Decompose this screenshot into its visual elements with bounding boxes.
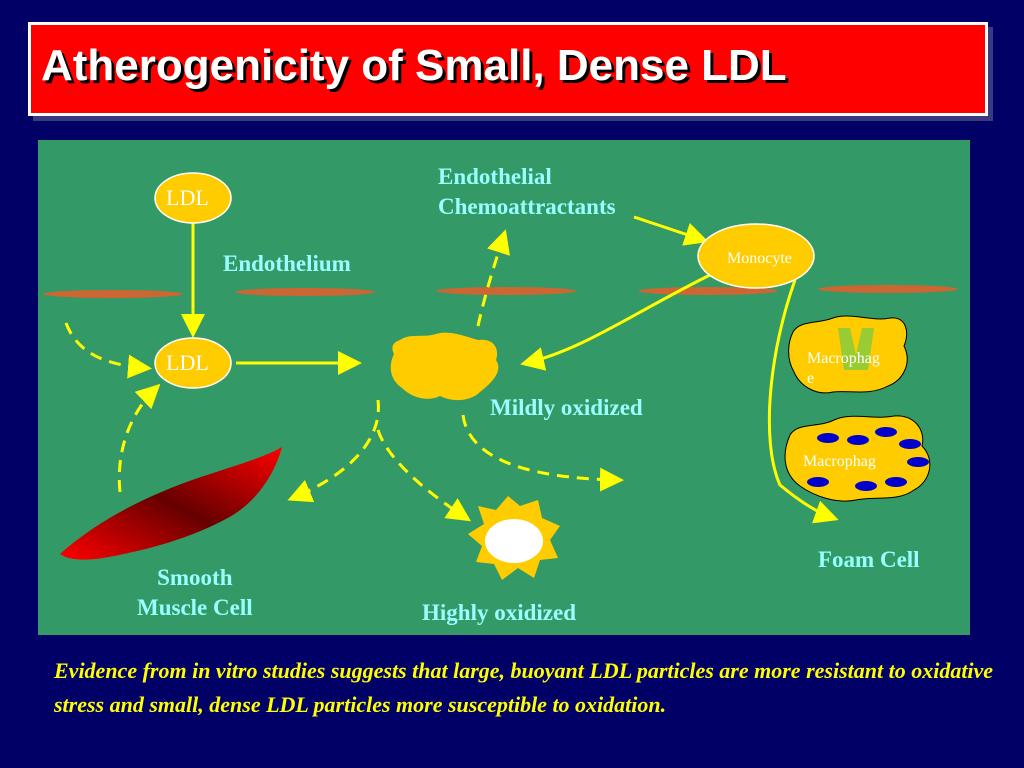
lipid-vesicle xyxy=(907,457,929,467)
foam-cell-label: Foam Cell xyxy=(818,547,920,572)
arrow-to-highly-oxidized xyxy=(376,429,472,522)
chemoattractants-label: Endothelial Chemoattractants xyxy=(438,162,616,222)
smooth-muscle-line2: Muscle Cell xyxy=(137,594,253,620)
diagram-canvas xyxy=(43,172,958,580)
ldl-mid-label: LDL xyxy=(166,350,209,375)
endothelium-segment xyxy=(43,290,183,298)
title-box: Atherogenicity of Small, Dense LDL xyxy=(28,22,988,116)
lipid-vesicle xyxy=(807,477,829,487)
arrow-monocyte-to-foam-cell xyxy=(767,279,839,524)
slide-title: Atherogenicity of Small, Dense LDL xyxy=(41,41,787,90)
arrow-ldl-entry-dashed xyxy=(64,322,152,379)
endothelium-label: Endothelium xyxy=(223,251,351,276)
endothelium-layer xyxy=(43,285,958,298)
diagram-panel: LDL LDL Endothelium Endothelial Chemoatt… xyxy=(38,140,970,635)
highly-oxidized-label: Highly oxidized xyxy=(422,600,576,625)
chemoattractants-line2: Chemoattractants xyxy=(438,193,616,219)
mildly-oxidized-particle xyxy=(390,332,499,401)
highly-oxidized-core xyxy=(485,519,543,563)
macrophage-nucleus xyxy=(838,328,874,370)
ldl-top-label: LDL xyxy=(166,185,209,210)
smooth-muscle-line1: Smooth xyxy=(157,565,233,590)
arrow-to-chemoattractants xyxy=(476,229,510,327)
macrophage-1-line2: e xyxy=(807,370,815,387)
ldl-particle-top xyxy=(154,172,232,224)
endothelium-segment xyxy=(436,287,576,295)
arrow-monocyte-to-mildly-oxidized xyxy=(520,270,717,371)
arrow-to-smooth-muscle xyxy=(287,399,380,503)
chemoattractants-line1: Endothelial xyxy=(438,164,552,189)
arrow-mildly-oxidized-right xyxy=(461,414,624,492)
macrophage-1-label: Macrophag e xyxy=(807,349,880,389)
lipid-vesicle xyxy=(817,433,839,443)
lipid-vesicle xyxy=(847,435,869,445)
endothelium-segment xyxy=(818,285,958,293)
endothelium-segment xyxy=(235,288,375,296)
ldl-particle-mid xyxy=(154,337,232,389)
smooth-muscle-label: Smooth Muscle Cell xyxy=(137,563,253,623)
monocyte-cell xyxy=(697,223,815,289)
macrophage-1-line1: Macrophag xyxy=(807,350,880,367)
lipid-vesicle xyxy=(899,439,921,449)
smooth-muscle-cell-shape xyxy=(60,447,282,560)
macrophage-2-label: Macrophag xyxy=(803,453,876,470)
monocyte-label: Monocyte xyxy=(727,250,792,267)
arrow-chemo-to-monocyte xyxy=(633,215,709,246)
mildly-oxidized-label: Mildly oxidized xyxy=(490,395,643,420)
slide-caption: Evidence from in vitro studies suggests … xyxy=(54,658,994,718)
lipid-vesicle xyxy=(875,427,897,437)
lipid-vesicle xyxy=(855,481,877,491)
lipid-vesicle xyxy=(885,477,907,487)
arrow-smooth-muscle-to-ldl xyxy=(117,383,161,493)
